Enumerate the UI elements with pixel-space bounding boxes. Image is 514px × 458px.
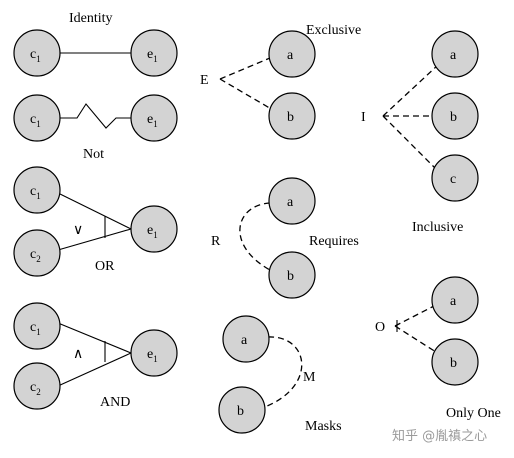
- only-one-edge-b: [394, 325, 437, 353]
- requires-b-node: b: [268, 251, 316, 299]
- exclusive-a-node: a: [268, 30, 316, 78]
- or-edge-bottom: [57, 228, 132, 251]
- or-label: OR: [95, 259, 115, 274]
- svg-text:a: a: [287, 195, 294, 210]
- svg-text:b: b: [450, 356, 457, 371]
- and-edge-bottom: [57, 352, 132, 387]
- svg-text:c2: c2: [30, 247, 41, 264]
- svg-text:c2: c2: [30, 380, 41, 397]
- svg-text:c1: c1: [30, 320, 41, 337]
- svg-text:b: b: [287, 269, 294, 284]
- or-edge-top: [57, 192, 132, 230]
- svg-text:c1: c1: [30, 112, 41, 129]
- inclusive-b-node: b: [431, 92, 479, 140]
- exclusive-b-node: b: [268, 92, 316, 140]
- only-one-edge-a: [394, 305, 435, 327]
- identity-label: Identity: [69, 11, 113, 26]
- masks-a-node: a: [222, 315, 270, 363]
- svg-text:a: a: [241, 333, 248, 348]
- inclusive-a-node: a: [431, 30, 479, 78]
- or-c1-node: c1: [13, 166, 61, 214]
- svg-text:c1: c1: [30, 184, 41, 201]
- only-one-label: Only One: [446, 406, 501, 421]
- not-e1-node: e1: [130, 94, 178, 142]
- identity-e1-node: e1: [130, 29, 178, 77]
- svg-text:b: b: [450, 110, 457, 125]
- exclusive-edge-a: [219, 57, 271, 80]
- and-edge-top: [57, 322, 132, 354]
- svg-text:b: b: [237, 404, 244, 419]
- svg-text:a: a: [450, 48, 457, 63]
- svg-text:e1: e1: [147, 223, 158, 240]
- or-e1-node: e1: [130, 205, 178, 253]
- or-symbol: ∨: [73, 223, 83, 238]
- watermark-text: 知乎 @胤禛之心: [392, 428, 487, 444]
- requires-a-node: a: [268, 177, 316, 225]
- svg-text:e1: e1: [147, 347, 158, 364]
- svg-text:c: c: [450, 172, 456, 187]
- and-e1-node: e1: [130, 329, 178, 377]
- inclusive-c-node: c: [431, 154, 479, 202]
- not-c1-node: c1: [13, 94, 61, 142]
- not-label: Not: [83, 147, 104, 162]
- masks-label: Masks: [305, 419, 342, 434]
- exclusive-edge-b: [219, 78, 274, 111]
- inclusive-edge-c: [382, 115, 438, 171]
- masks-edge: [261, 336, 303, 409]
- inclusive-label: Inclusive: [412, 220, 463, 235]
- svg-text:a: a: [450, 294, 457, 309]
- not-edge: [60, 103, 131, 129]
- requires-label: Requires: [309, 234, 359, 249]
- exclusive-label: Exclusive: [306, 23, 361, 38]
- requires-symbol: R: [211, 234, 221, 249]
- svg-text:a: a: [287, 48, 294, 63]
- and-label: AND: [100, 395, 130, 410]
- and-c1-node: c1: [13, 302, 61, 350]
- and-c2-node: c2: [13, 362, 61, 410]
- or-c2-node: c2: [13, 229, 61, 277]
- only-one-a-node: a: [431, 276, 479, 324]
- inclusive-edge-a: [382, 64, 439, 117]
- and-symbol: ∧: [73, 347, 83, 362]
- svg-text:e1: e1: [147, 47, 158, 64]
- requires-edge: [239, 202, 271, 271]
- masks-b-node: b: [218, 386, 266, 434]
- masks-symbol: M: [303, 370, 316, 385]
- inclusive-symbol: I: [361, 110, 366, 125]
- only-one-b-node: b: [431, 338, 479, 386]
- svg-text:c1: c1: [30, 47, 41, 64]
- identity-c1-node: c1: [13, 29, 61, 77]
- only-one-symbol: O: [375, 320, 385, 335]
- svg-text:b: b: [287, 110, 294, 125]
- svg-text:e1: e1: [147, 112, 158, 129]
- exclusive-symbol: E: [200, 73, 209, 88]
